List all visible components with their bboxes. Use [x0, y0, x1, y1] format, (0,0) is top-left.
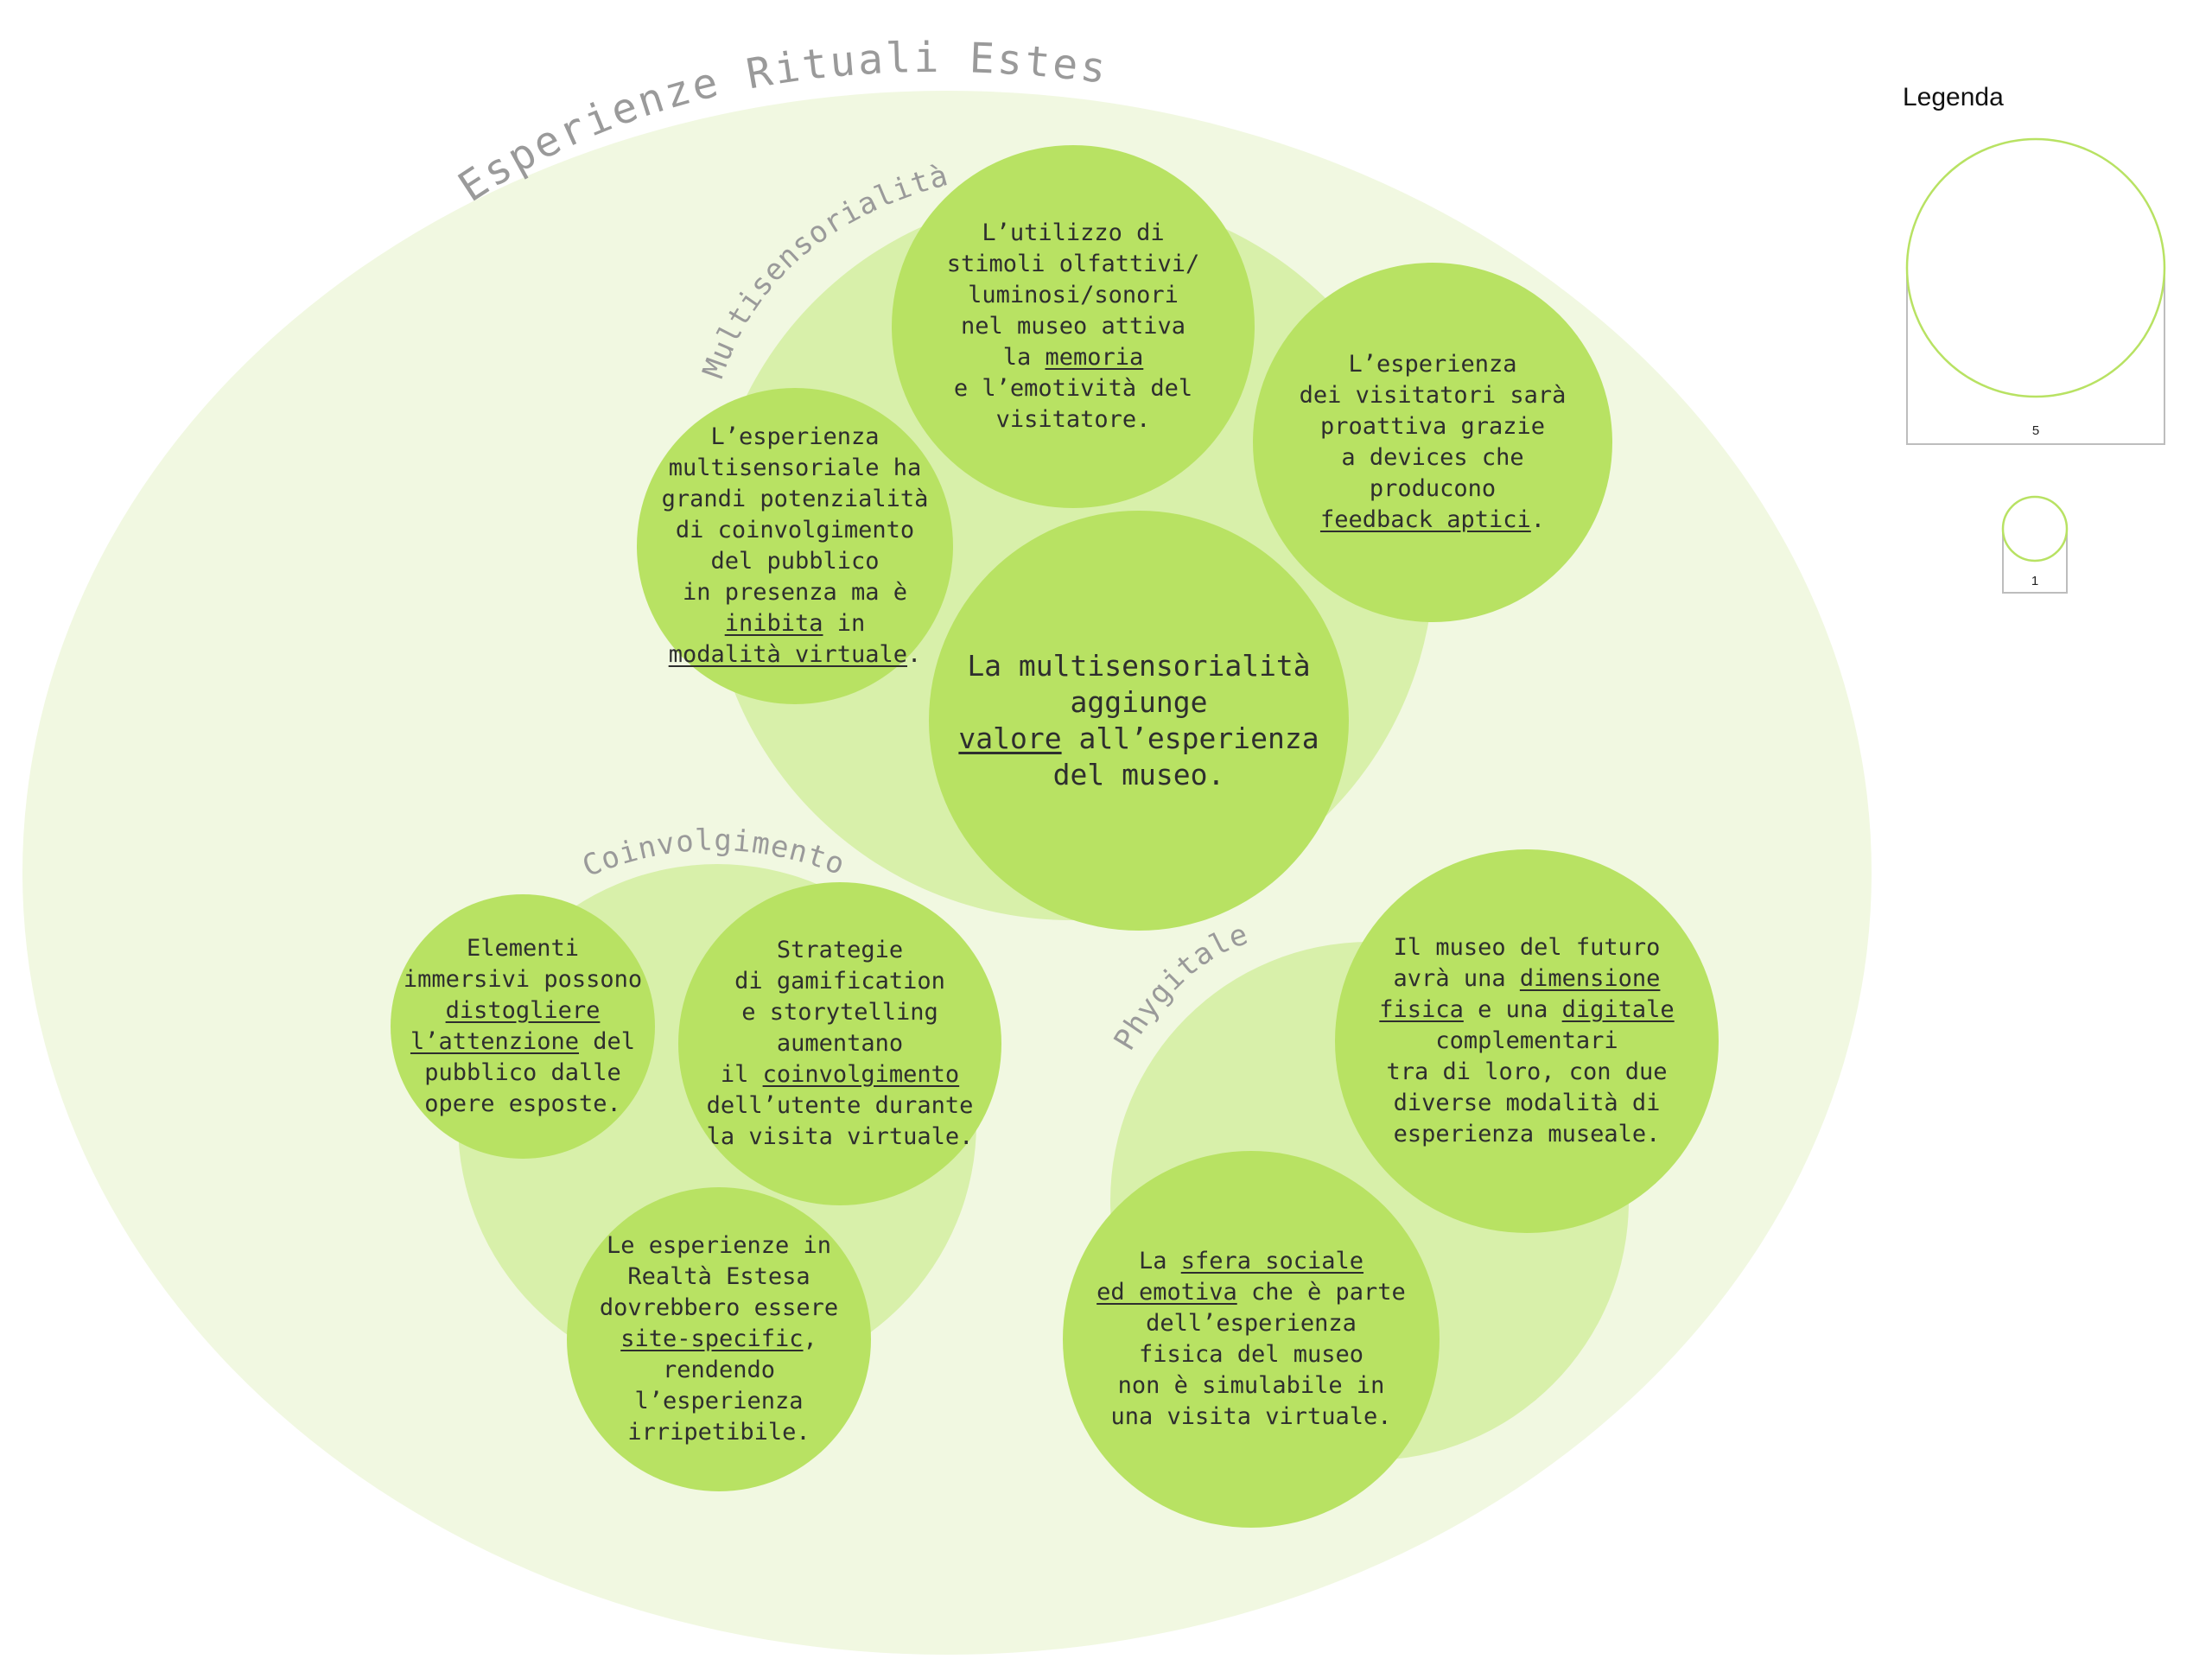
bubble-paragraph: Strategie di gamification e storytelling…: [707, 935, 974, 1153]
bubble-text-segment: in: [836, 610, 866, 637]
bubble-text-segment: Il museo del futuro avrà una: [1393, 934, 1661, 992]
bubble-proattiva: [1253, 263, 1612, 622]
legend-circle-5: [1905, 137, 2166, 398]
bubble-potenzialita: [637, 388, 953, 704]
bubble-text-segment: L’esperienza multisensoriale ha grandi p…: [661, 423, 929, 606]
bubble-text-gamification: Strategie di gamification e storytelling…: [689, 893, 991, 1195]
highlighted-term: coinvolgimento: [762, 1061, 960, 1088]
highlighted-term: inibita: [724, 610, 823, 637]
bubble-paragraph: L’esperienza dei visitatori sarà proatti…: [1300, 349, 1567, 536]
legend: [1905, 137, 2166, 594]
bubble-paragraph: La multisensorialità aggiunge valore all…: [958, 648, 1319, 793]
bubble-futuro: [1335, 849, 1719, 1233]
bubble-text-segment: .: [907, 641, 922, 668]
legend-circle-1: [2001, 495, 2069, 563]
bubble-valore: [929, 511, 1349, 931]
highlighted-term: valore: [958, 721, 1062, 755]
bubble-text-segment: La: [1138, 1248, 1181, 1274]
bubble-text-segment: complementari tra di loro, con due diver…: [1386, 1027, 1668, 1147]
highlighted-term: sfera sociale: [1180, 1248, 1364, 1274]
legend-label-1: 1: [2031, 574, 2039, 588]
bubble-text-olfattivi: L’utilizzo di stimoli olfattivi/ luminos…: [913, 167, 1233, 486]
bubble-text-segment: L’utilizzo di stimoli olfattivi/ luminos…: [946, 219, 1200, 371]
legend-label-5: 5: [2031, 423, 2040, 438]
bubble-gamification: [678, 882, 1001, 1205]
bubble-text-sitespecific: Le esperienze in Realtà Estesa dovrebber…: [576, 1197, 861, 1482]
bubble-text-segment: e l’emotività del visitatore.: [953, 375, 1193, 433]
bubble-text-segment: Elementi immersivi possono: [403, 935, 643, 993]
bubble-sfera: [1063, 1151, 1440, 1528]
highlighted-term: distogliere: [445, 997, 601, 1024]
bubble-text-proattiva: L’esperienza dei visitatori sarà proatti…: [1273, 283, 1592, 602]
bubble-text-segment: La multisensorialità aggiunge: [967, 649, 1311, 719]
bubble-text-segment: che è parte dell’esperienza fisica del m…: [1110, 1279, 1406, 1430]
bubble-text-potenzialita: L’esperienza multisensoriale ha grandi p…: [644, 395, 946, 697]
highlighted-term: feedback aptici: [1319, 506, 1531, 533]
bubble-text-segment: , rendendo l’esperienza irripetibile.: [627, 1325, 817, 1446]
highlighted-term: modalità virtuale: [668, 641, 908, 668]
bubble-text-segment: all’esperienza del museo.: [1052, 721, 1319, 791]
bubble-paragraph: Elementi immersivi possono distogliere l…: [404, 933, 642, 1120]
bubble-text-segment: del pubblico dalle opere esposte.: [424, 1028, 636, 1117]
bubble-text-segment: dell’utente durante la visita virtuale.: [706, 1092, 974, 1150]
bubble-text-immersivi: Elementi immersivi possono distogliere l…: [393, 897, 652, 1156]
highlighted-term: dimensione: [1519, 965, 1661, 992]
legend-title: Legenda: [1903, 83, 2004, 111]
bubble-paragraph: L’esperienza multisensoriale ha grandi p…: [662, 422, 929, 671]
highlighted-term: l’attenzione: [410, 1028, 580, 1055]
bubble-text-segment: Le esperienze in Realtà Estesa dovrebber…: [599, 1232, 839, 1321]
highlighted-term: site-specific: [620, 1325, 804, 1352]
bubble-text-valore: La multisensorialità aggiunge valore all…: [949, 531, 1329, 911]
bubble-immersivi: [391, 894, 655, 1159]
bubble-olfattivi: [892, 145, 1255, 508]
bubble-text-segment: e una: [1463, 996, 1562, 1023]
bubble-sitespecific: [567, 1187, 871, 1491]
bubble-text-segment: Strategie di gamification e storytelling…: [720, 937, 945, 1088]
bubble-paragraph: La sfera sociale ed emotiva che è parte …: [1096, 1246, 1406, 1433]
bubble-text-segment: .: [1530, 506, 1546, 533]
bubble-paragraph: Il museo del futuro avrà una dimensione …: [1379, 932, 1674, 1150]
highlighted-term: fisica: [1379, 996, 1464, 1023]
bubble-text-segment: L’esperienza dei visitatori sarà proatti…: [1299, 351, 1567, 502]
bubble-paragraph: L’utilizzo di stimoli olfattivi/ luminos…: [947, 218, 1200, 435]
bubble-paragraph: Le esperienze in Realtà Estesa dovrebber…: [600, 1230, 838, 1448]
bubble-text-futuro: Il museo del futuro avrà una dimensione …: [1354, 868, 1700, 1214]
bubble-text-sfera: La sfera sociale ed emotiva che è parte …: [1078, 1166, 1424, 1512]
highlighted-term: ed emotiva: [1096, 1279, 1237, 1306]
highlighted-term: digitale: [1561, 996, 1675, 1023]
highlighted-term: memoria: [1045, 344, 1144, 371]
